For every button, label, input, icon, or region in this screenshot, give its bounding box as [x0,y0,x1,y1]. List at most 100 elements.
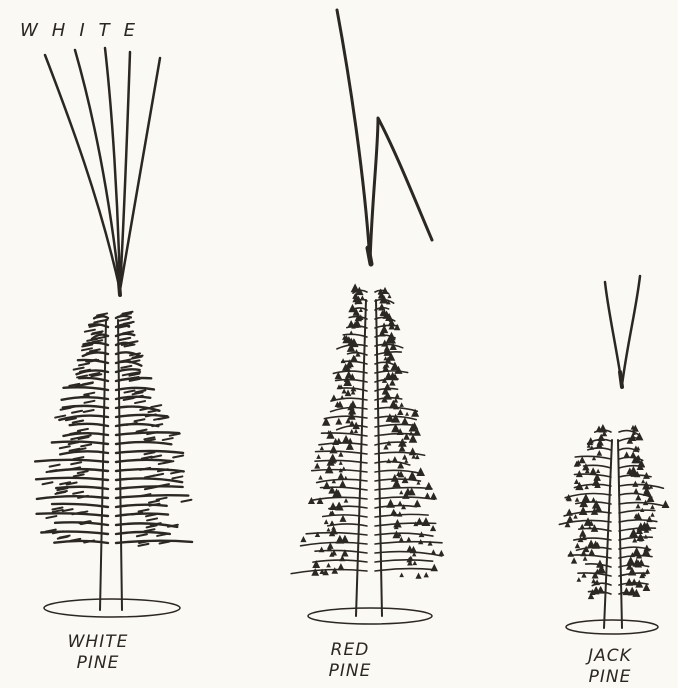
needle-tuft [130,360,140,362]
needle-tuft [157,498,167,500]
needle-tuft [626,556,635,565]
branch-stroke [116,316,131,318]
needle-tuft [394,324,401,331]
branch-stroke [619,510,655,513]
red-pine-label-line2: PINE [300,661,400,682]
needle-tuft [566,515,573,522]
needle-tuft [324,519,329,524]
needle-tuft [342,435,350,443]
branch-stroke [60,451,108,454]
needle-tuft [354,429,358,433]
branch-stroke [37,496,108,499]
needle-tuft [331,394,337,400]
branch-stroke [301,542,367,545]
needle-tuft [574,479,579,484]
needle-tuft [402,454,407,459]
needle-tuft [133,392,143,394]
needle-tuft [392,456,399,463]
needle-tuft [350,429,354,433]
branch-stroke [375,371,408,373]
needle-tuft [314,463,320,469]
needle-tuft [145,475,155,477]
needle-tuft [339,480,346,487]
needle-tuft [173,455,183,457]
red-pine-label: RED PINE [300,640,400,682]
branch-stroke [565,494,611,498]
branch-stroke [375,488,432,490]
needle-tuft [170,434,180,436]
branch-stroke [619,556,652,558]
needle-tuft [571,557,577,563]
needle-tuft [73,457,83,459]
red-pine-tree [291,283,444,624]
needle-tuft [338,472,345,479]
needle-tuft [82,348,92,350]
needle-tuft [326,528,330,532]
needle-tuft [135,401,145,403]
branch-stroke [116,541,192,543]
needle-tuft [145,452,155,454]
needle-tuft [121,366,131,368]
needle-tuft [46,516,56,518]
branch-stroke [375,560,433,562]
needle-tuft [583,556,588,561]
branch-stroke [116,460,171,462]
needle-tuft [149,501,159,503]
needle-tuft [121,323,131,325]
needle-tuft [645,568,650,573]
jack-pine-tree [559,424,669,634]
needle-tuft [171,471,181,473]
needle-tuft [383,356,387,360]
branch-stroke [41,532,108,534]
needle-tuft [398,501,403,506]
jack-pine-needle-bundle [605,276,640,387]
needle-tuft [386,413,395,422]
needle-tuft [55,416,65,418]
needle-tuft [323,481,331,489]
branch-stroke [35,460,108,462]
needle-tuft [148,410,158,412]
needle-tuft [151,405,161,407]
needle-tuft [142,457,152,459]
branch-stroke [116,469,184,471]
branch-stroke [62,397,108,400]
red-pine-needle-bundle [337,10,432,264]
needle-tuft [643,583,651,591]
needle-tuft [344,476,348,480]
needle-tuft [386,499,395,508]
needle-tuft [567,550,573,556]
white-pine-needle-bundle [45,48,160,295]
needle-tuft [84,393,94,395]
needle-tuft [424,572,429,577]
needle-tuft [416,467,425,476]
needle-tuft [97,313,107,315]
needle-tuft [311,568,319,576]
branch-stroke [323,515,367,517]
branch-stroke [52,442,108,444]
branch-stroke [54,541,108,543]
needle-tuft [633,488,639,494]
branch-stroke [619,484,663,488]
needle-tuft [425,492,431,498]
branch-stroke [116,495,188,498]
branch-stroke [375,506,417,508]
needle-tuft [147,525,157,527]
needle-tuft [159,417,169,419]
needle-tuft [137,534,147,536]
needle-tuft [399,490,403,494]
needle-tuft [591,497,596,502]
needle-tuft [577,577,582,582]
needle-tuft [157,534,167,536]
needle-tuft [588,437,594,443]
needle-tuft [635,494,641,500]
needle-tuft [579,506,588,515]
jack-pine-label-line2: PINE [560,667,660,688]
needle-tuft [329,445,337,453]
branch-stroke [116,442,171,444]
needle-tuft [326,430,334,438]
white-pine-label-line1: WHITE [38,632,158,653]
branch-stroke [116,532,170,534]
needle-tuft [625,578,633,586]
needle-tuft [138,544,148,546]
branch-stroke [291,569,367,573]
